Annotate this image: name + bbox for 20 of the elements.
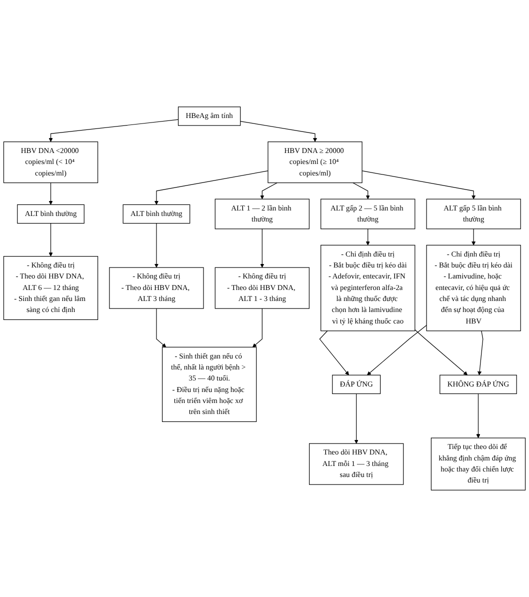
arrow — [48, 182, 53, 205]
arrow — [154, 223, 159, 268]
arrow — [478, 330, 484, 376]
arrow — [48, 119, 179, 142]
arrow — [260, 182, 278, 200]
arrow — [260, 228, 264, 268]
arrow — [354, 393, 358, 444]
arrow — [414, 329, 468, 376]
arrow — [367, 324, 427, 376]
arrow — [252, 308, 262, 348]
arrow — [352, 182, 370, 200]
arrow — [319, 330, 349, 376]
arrow — [240, 121, 318, 142]
arrow — [366, 228, 370, 246]
arrow — [472, 228, 476, 246]
arrow — [476, 393, 480, 438]
arrow — [362, 170, 476, 200]
arrow — [154, 170, 268, 205]
arrow — [48, 223, 53, 257]
arrow — [156, 308, 166, 348]
